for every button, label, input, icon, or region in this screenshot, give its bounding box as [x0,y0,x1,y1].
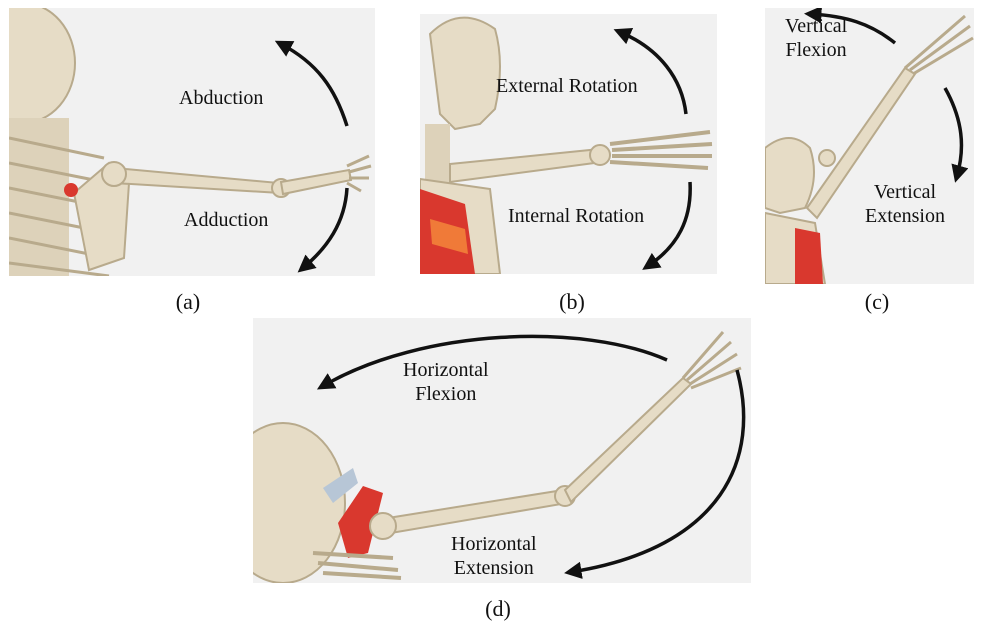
external-rotation-arrow [620,32,686,114]
skull [430,18,500,129]
hand [683,332,741,388]
hand [610,132,712,168]
skull [9,8,75,123]
caption-b: (b) [542,289,602,315]
skull [253,423,345,583]
panel-b-illustration [420,14,717,274]
caption-c: (c) [847,289,907,315]
panel-c: Vertical Flexion Vertical Extension [765,8,974,284]
horizontal-flexion-arrow [323,336,667,386]
label-external-rotation: External Rotation [496,74,638,98]
forearm [565,378,691,502]
label-vertical-extension: Vertical Extension [865,180,945,228]
panel-a: Abduction Adduction [9,8,375,276]
elbow [590,145,610,165]
caption-a: (a) [158,289,218,315]
caption-d: (d) [468,596,528,622]
panel-b: External Rotation Internal Rotation [420,14,717,274]
spine [425,124,450,184]
forearm [281,170,351,194]
humerus [388,490,567,533]
humeral-head [370,513,396,539]
elbow [819,150,835,166]
panel-d: Horizontal Flexion Horizontal Extension [253,318,751,583]
label-horizontal-extension: Horizontal Extension [451,532,537,580]
panel-a-illustration [9,8,375,276]
vertical-extension-arrow [945,88,961,176]
adduction-arrow [303,188,347,268]
label-horizontal-flexion: Horizontal Flexion [403,358,489,406]
skull [765,138,814,213]
internal-rotation-arrow [648,182,690,266]
label-internal-rotation: Internal Rotation [508,204,644,228]
muscle [64,183,78,197]
humerus [450,149,602,182]
humeral-head [102,162,126,186]
humerus [114,168,281,193]
label-abduction: Abduction [179,86,263,110]
hand [905,16,973,74]
abduction-arrow [281,44,347,126]
label-vertical-flexion: Vertical Flexion [785,14,847,62]
muscle [795,228,823,284]
label-adduction: Adduction [184,208,268,232]
